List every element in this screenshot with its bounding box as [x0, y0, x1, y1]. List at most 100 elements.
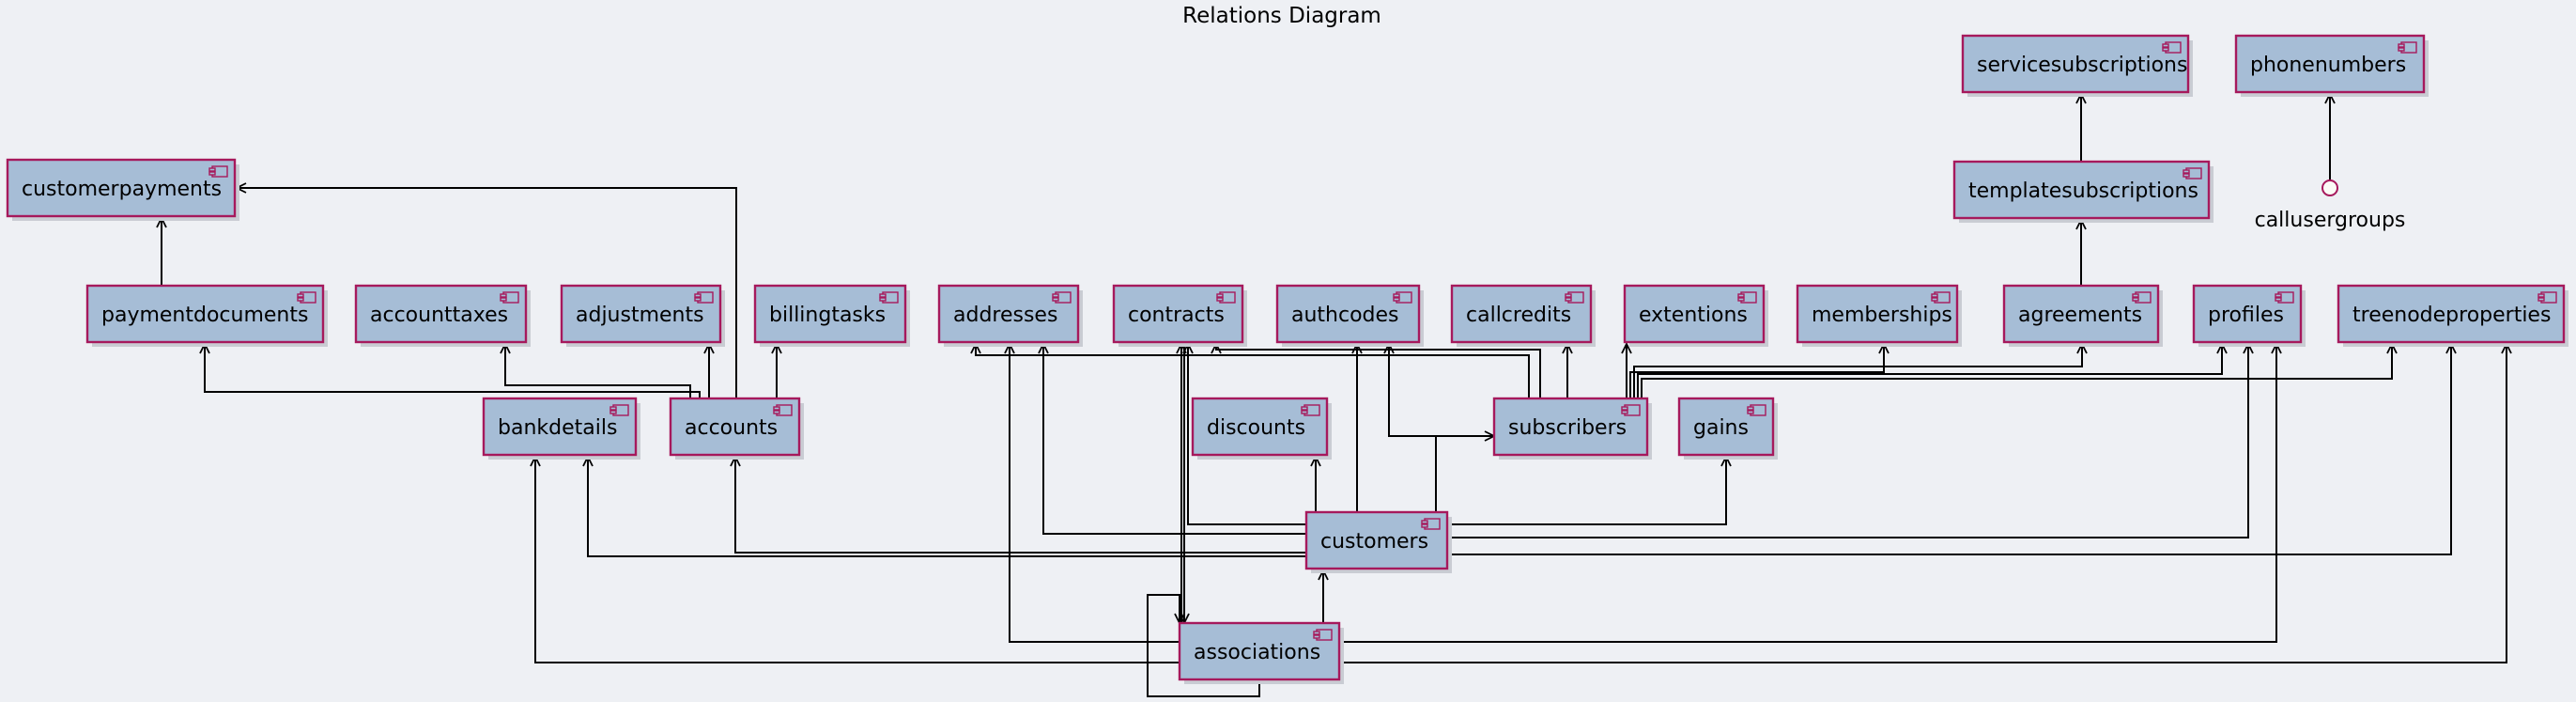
component-icon: [1931, 291, 1951, 304]
component-icon: [2162, 41, 2182, 54]
relation-edge: [1216, 344, 1541, 398]
component-label: contracts: [1128, 304, 1225, 327]
interface-circle: [2321, 179, 2338, 196]
component-icon: [1421, 518, 1441, 530]
interface-label: callusergroups: [2255, 209, 2406, 232]
relation-edge: [1637, 344, 2222, 398]
component-extentions: extentions: [1623, 284, 1768, 347]
component-label: customerpayments: [22, 178, 222, 201]
component-phonenumbers: phonenumbers: [2234, 34, 2429, 97]
component-icon: [2132, 291, 2152, 304]
component-gains: gains: [1677, 397, 1778, 460]
component-treenodeproperties: treenodeproperties: [2337, 284, 2568, 347]
component-icon: [2275, 291, 2294, 304]
component-label: gains: [1693, 416, 1749, 440]
relation-edge: [735, 457, 1306, 554]
component-accounts: accounts: [669, 397, 804, 460]
relation-edge: [1435, 436, 1494, 512]
component-icon: [1301, 404, 1320, 416]
component-icon: [1393, 291, 1412, 304]
relation-edge: [1339, 344, 2507, 663]
component-discounts: discounts: [1191, 397, 1332, 460]
relation-edge: [1629, 344, 1884, 398]
component-billingtasks: billingtasks: [753, 284, 910, 347]
component-label: phonenumbers: [2250, 54, 2406, 77]
component-icon: [2398, 41, 2417, 54]
diagram-title: Relations Diagram: [1182, 4, 1381, 28]
component-contracts: contracts: [1112, 284, 1247, 347]
relation-edge: [1339, 344, 2276, 643]
component-icon: [1052, 291, 1072, 304]
component-nodes: customerpayments paymentdocuments accountt…: [6, 34, 2568, 684]
relation-edges: [162, 94, 2507, 697]
component-icon: [1565, 291, 1584, 304]
component-subscribers: subscribers: [1492, 397, 1652, 460]
component-icon: [609, 404, 629, 416]
component-icon: [879, 291, 899, 304]
component-icon: [773, 404, 793, 416]
component-icon: [694, 291, 714, 304]
relation-edge: [976, 344, 1530, 398]
component-label: bankdetails: [498, 416, 617, 440]
interface-callusergroups: callusergroups: [2255, 179, 2406, 232]
relation-edge: [237, 188, 737, 398]
component-label: callcredits: [1466, 304, 1571, 327]
relation-edge: [1633, 344, 2082, 398]
component-icon: [1621, 404, 1641, 416]
component-label: accounttaxes: [370, 304, 508, 327]
relation-edge: [1147, 594, 1260, 697]
component-accounttaxes: accounttaxes: [354, 284, 531, 347]
component-label: treenodeproperties: [2352, 304, 2551, 327]
component-icon: [2183, 167, 2202, 179]
component-label: servicesubscriptions: [1977, 54, 2187, 77]
component-label: accounts: [685, 416, 778, 440]
component-label: customers: [1320, 530, 1428, 554]
component-label: memberships: [1812, 304, 1952, 327]
relation-edge: [205, 344, 701, 398]
component-servicesubscriptions: servicesubscriptions: [1961, 34, 2193, 97]
component-icon: [297, 291, 316, 304]
component-label: subscribers: [1508, 416, 1627, 440]
relation-edge: [535, 457, 1180, 663]
relation-edge: [1641, 344, 2392, 398]
relation-edge: [1449, 344, 2248, 538]
relation-edge: [1449, 344, 2451, 555]
component-paymentdocuments: paymentdocuments: [85, 284, 328, 347]
component-label: profiles: [2208, 304, 2284, 327]
component-icon: [1747, 404, 1766, 416]
component-label: templatesubscriptions: [1968, 179, 2198, 203]
component-label: associations: [1194, 641, 1320, 664]
component-label: adjustments: [576, 304, 704, 327]
relation-edge: [1010, 344, 1180, 643]
component-icon: [2537, 291, 2557, 304]
component-icon: [208, 165, 228, 178]
relation-edge: [588, 457, 1306, 557]
relation-edge: [1389, 344, 1494, 437]
component-agreements: agreements: [2002, 284, 2163, 347]
component-callcredits: callcredits: [1450, 284, 1596, 347]
component-icon: [1216, 291, 1236, 304]
component-templatesubscriptions: templatesubscriptions: [1952, 160, 2214, 223]
relation-edge: [1449, 457, 1726, 525]
relation-edge: [1043, 344, 1306, 535]
component-customers: customers: [1304, 510, 1452, 573]
component-associations: associations: [1178, 621, 1344, 684]
component-addresses: addresses: [937, 284, 1083, 347]
component-customerpayments: customerpayments: [6, 158, 239, 221]
component-authcodes: authcodes: [1275, 284, 1424, 347]
component-label: authcodes: [1291, 304, 1399, 327]
component-label: addresses: [953, 304, 1057, 327]
component-adjustments: adjustments: [560, 284, 725, 347]
component-icon: [500, 291, 519, 304]
component-label: extentions: [1639, 304, 1748, 327]
component-memberships: memberships: [1796, 284, 1962, 347]
component-icon: [1737, 291, 1757, 304]
component-label: paymentdocuments: [101, 304, 308, 327]
relation-edge: [505, 344, 691, 398]
component-label: discounts: [1207, 416, 1305, 440]
component-bankdetails: bankdetails: [482, 397, 640, 460]
component-label: agreements: [2018, 304, 2142, 327]
component-icon: [1313, 629, 1333, 641]
component-label: billingtasks: [769, 304, 886, 327]
